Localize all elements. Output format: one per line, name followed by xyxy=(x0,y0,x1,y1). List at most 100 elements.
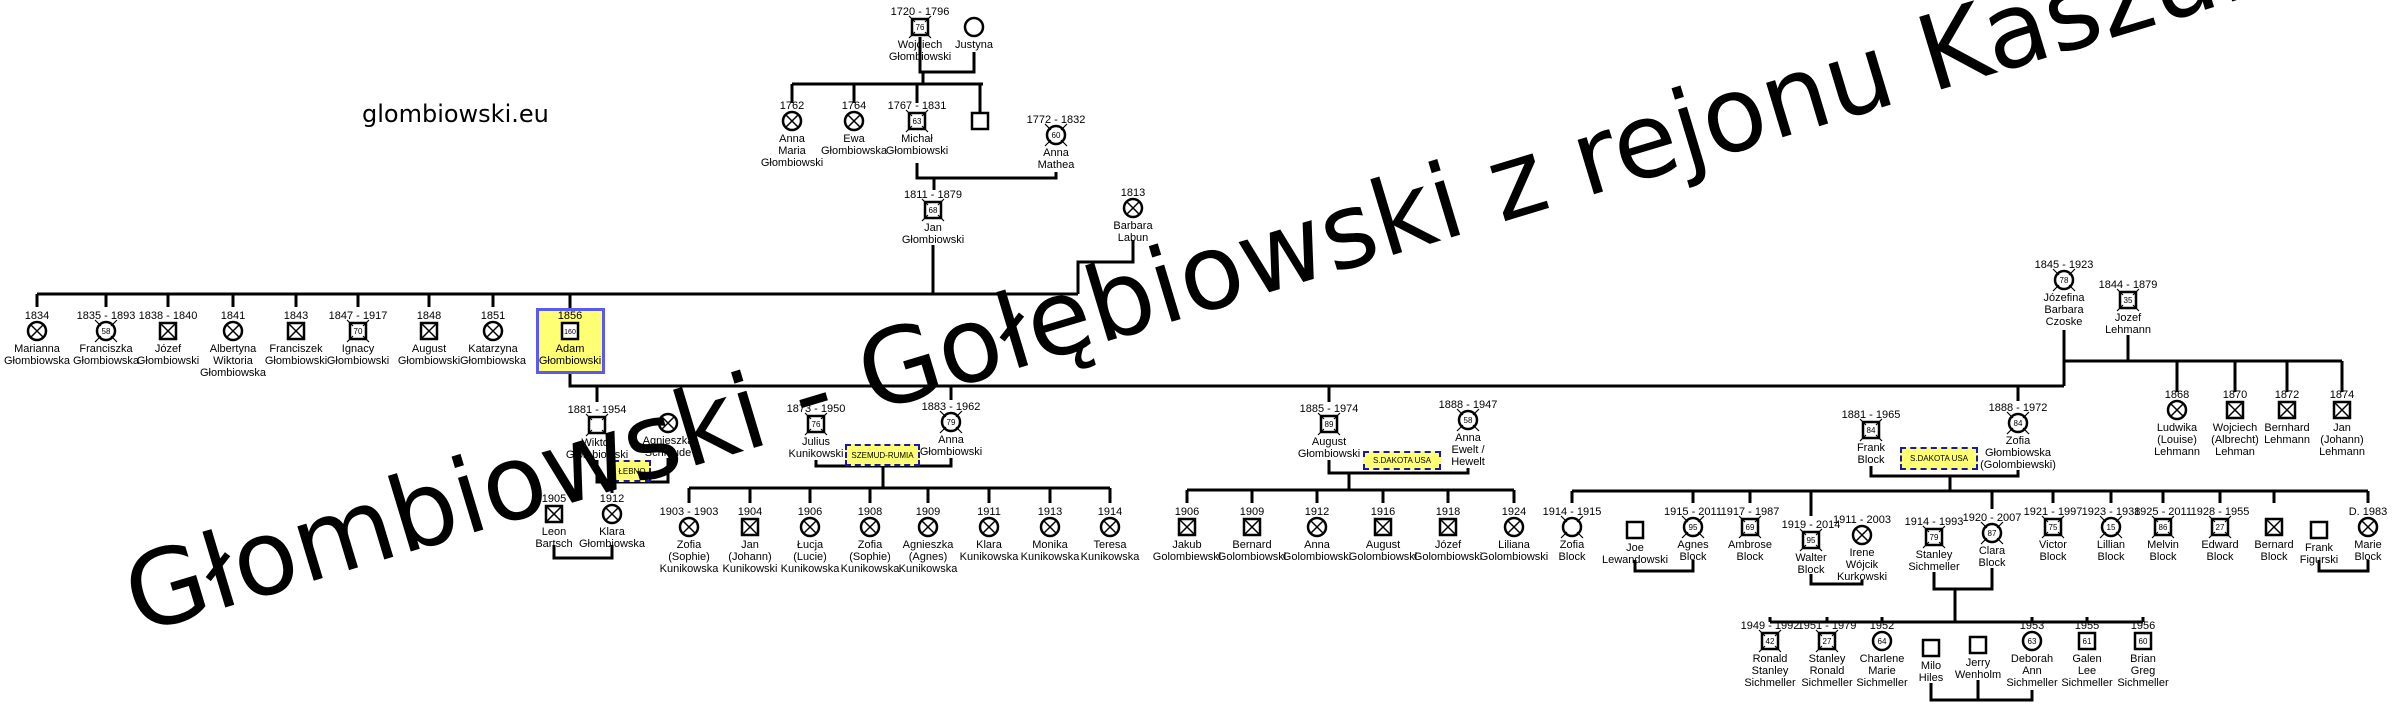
person-name-line: Hiles xyxy=(1919,672,1944,684)
person-dates: 1953 xyxy=(2020,620,2044,632)
male-square-icon xyxy=(1625,520,1645,540)
person-name-line: Ambrose xyxy=(1728,539,1772,551)
person-dates: 1835 - 1893 xyxy=(77,310,136,322)
person-name-line: Adam xyxy=(556,343,585,355)
person-name-line: Lehmann xyxy=(2319,446,2365,458)
person-dates: 1917 - 1987 xyxy=(1721,506,1780,518)
male-square-icon xyxy=(2264,517,2284,537)
male-square-icon xyxy=(921,198,945,222)
person-name-line: Czoske xyxy=(2046,316,2083,328)
person-dates: 1905 xyxy=(542,493,566,505)
person-name-line: Block xyxy=(1798,564,1825,576)
deceased-cross-icon xyxy=(981,519,997,535)
person-name-line: Wojciech xyxy=(898,39,942,51)
person-name-line: Sichmeller xyxy=(2061,677,2113,689)
male-square-icon xyxy=(740,517,760,537)
selected-person-highlight[interactable] xyxy=(536,308,605,374)
relationship-line xyxy=(1929,683,2034,702)
female-circle-icon xyxy=(2166,399,2188,421)
person-name-line: Maria xyxy=(778,145,806,157)
person-name-line: Ann xyxy=(2022,665,2042,677)
deceased-cross-icon xyxy=(420,322,438,340)
person-justyna[interactable]: Justyna xyxy=(955,16,994,51)
person-age: 160 xyxy=(564,329,576,336)
female-circle-icon xyxy=(1980,521,2004,545)
person-name-line: (Sophie) xyxy=(668,551,710,563)
person-zofia[interactable]: 1888 - 197284ZofiaGłombiowska(Golombiews… xyxy=(1980,402,2056,471)
female-circle-icon xyxy=(2099,515,2123,539)
site-label[interactable]: glombiowski.eu xyxy=(362,100,549,128)
person-name-line: Stanley xyxy=(1916,549,1953,561)
person-unknown[interactable] xyxy=(970,111,990,131)
